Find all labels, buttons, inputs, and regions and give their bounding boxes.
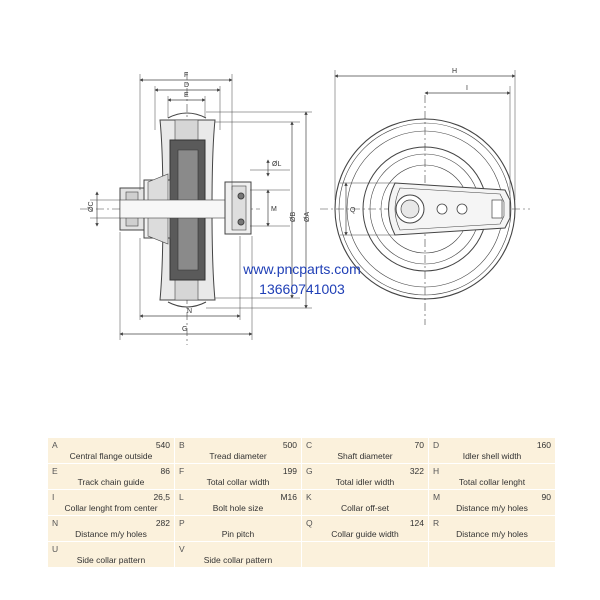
spec-value: 540 <box>155 440 170 450</box>
spec-letter: E <box>52 466 58 476</box>
spec-desc: Collar off-set <box>340 503 390 513</box>
spec-value: 124 <box>409 518 424 528</box>
spec-letter: M <box>433 492 441 502</box>
spec-letter: D <box>433 440 440 450</box>
label-F: F <box>184 72 188 79</box>
label-Q: Q <box>350 207 356 214</box>
label-I: I <box>466 85 468 92</box>
label-D: D <box>184 82 189 89</box>
spec-cell: V Side collar pattern <box>174 541 302 568</box>
spec-value: 322 <box>409 466 424 476</box>
spec-desc: Total collar lenght <box>458 477 526 487</box>
spec-letter: A <box>52 440 58 450</box>
spec-value: 282 <box>155 518 170 528</box>
spec-value: 26,5 <box>153 492 170 502</box>
spec-letter: V <box>179 544 185 554</box>
spec-desc: Tread diameter <box>209 451 267 461</box>
spec-desc: Bolt hole size <box>212 503 264 513</box>
spec-letter: R <box>433 518 440 528</box>
spec-desc: Track chain guide <box>77 477 145 487</box>
spec-letter: C <box>306 440 313 450</box>
watermark-phone: 13660741003 <box>259 281 345 297</box>
spec-value: 70 <box>414 440 424 450</box>
spec-desc: Idler shell width <box>462 451 522 461</box>
spec-desc: Side collar pattern <box>76 555 146 565</box>
spec-cell: P Pin pitch <box>174 515 302 542</box>
spec-letter: U <box>52 544 59 554</box>
spec-letter: K <box>306 492 312 502</box>
side-view <box>80 72 312 345</box>
spec-letter: P <box>179 518 185 528</box>
label-M: M <box>271 206 277 213</box>
spec-cell: R Distance m/y holes <box>428 515 556 542</box>
idler-technical-drawing: F D E ØL M ØB ØA ØC N G <box>80 68 530 345</box>
spec-value: 500 <box>282 440 297 450</box>
spec-value: 90 <box>541 492 551 502</box>
label-L: ØL <box>272 161 281 168</box>
spec-cell: K Collar off-set <box>301 489 429 516</box>
label-C: ØC <box>88 202 95 213</box>
spec-desc: Total idler width <box>335 477 395 487</box>
spec-desc: Distance m/y holes <box>456 503 528 513</box>
spec-value: 160 <box>536 440 551 450</box>
watermark-url: www.pncparts.com <box>243 261 361 277</box>
table-row: U Side collar pattern V Side collar patter… <box>47 541 556 568</box>
label-N: N <box>187 308 192 315</box>
spec-desc: Side collar pattern <box>203 555 273 565</box>
spec-desc: Distance m/y holes <box>456 529 528 539</box>
spec-cell: U Side collar pattern <box>47 541 175 568</box>
label-G: G <box>182 326 187 333</box>
spec-letter: Q <box>306 518 313 528</box>
spec-letter: H <box>433 466 440 476</box>
spec-cell: H Total collar lenght <box>428 463 556 490</box>
spec-value: 86 <box>160 466 170 476</box>
spec-letter: B <box>179 440 185 450</box>
spec-desc: Collar lenght from center <box>64 503 158 513</box>
spec-desc: Collar guide width <box>331 529 399 539</box>
spec-letter: F <box>179 466 185 476</box>
spec-letter: L <box>179 492 184 502</box>
label-H: H <box>452 68 457 75</box>
spec-letter: N <box>52 518 59 528</box>
spec-letter: G <box>306 466 313 476</box>
spec-desc: Central flange outside <box>69 451 153 461</box>
spec-letter: I <box>52 492 55 502</box>
spec-cell <box>428 541 556 568</box>
spec-desc: Pin pitch <box>221 529 255 539</box>
spec-desc: Shaft diameter <box>337 451 393 461</box>
spec-cell <box>301 541 429 568</box>
spec-desc: Distance m/y holes <box>75 529 147 539</box>
front-view <box>320 70 530 325</box>
spec-value: M16 <box>280 492 297 502</box>
label-B: ØB <box>290 212 297 222</box>
label-E: E <box>184 92 189 99</box>
spec-value: 199 <box>282 466 297 476</box>
spec-desc: Total collar width <box>206 477 270 487</box>
label-A: ØA <box>304 212 311 222</box>
